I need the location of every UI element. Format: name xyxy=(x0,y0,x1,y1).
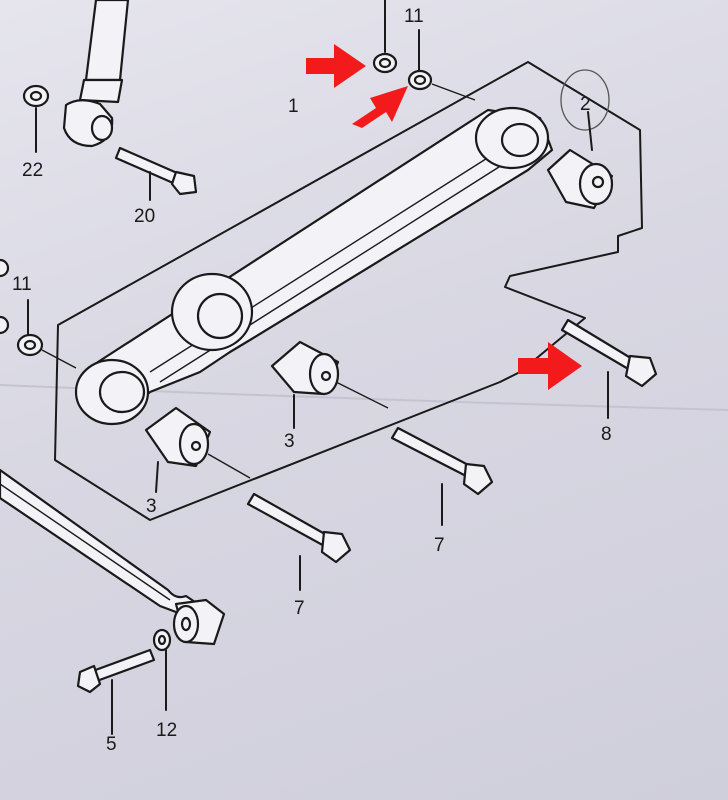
nut-11-left xyxy=(16,299,77,369)
label-bolt-right: 8 xyxy=(601,424,612,445)
label-bushing-top: 2 xyxy=(580,94,591,115)
control-arm xyxy=(74,106,554,426)
arrow-right-icon xyxy=(352,86,408,128)
bushing-3-low xyxy=(144,406,251,493)
arrow-right-icon xyxy=(518,342,582,390)
label-nut-shock: 22 xyxy=(22,160,43,181)
lower-link-rod xyxy=(0,468,226,646)
arrow-right-icon xyxy=(306,44,366,88)
label-bushing-mid: 3 xyxy=(284,431,295,452)
label-bolt-shock: 20 xyxy=(134,206,155,227)
label-washer: 12 xyxy=(156,720,177,741)
washer-12 xyxy=(152,628,172,711)
nut-22 xyxy=(22,84,50,153)
label-nut-top: 11 xyxy=(404,6,424,27)
assembly-outline xyxy=(54,61,643,521)
label-bolt-low: 7 xyxy=(294,598,305,619)
bolt-20 xyxy=(114,146,198,201)
label-arm: 1 xyxy=(288,96,299,117)
nut-11-top xyxy=(372,0,476,101)
bushing-3-mid xyxy=(270,340,389,429)
shock-absorber xyxy=(62,0,130,148)
label-bushing-low: 3 xyxy=(146,496,157,517)
bushing-2 xyxy=(546,69,614,210)
label-nut-left: 11 xyxy=(12,274,32,295)
label-bolt-long: 5 xyxy=(106,734,117,755)
nut-partial-edge xyxy=(0,258,10,335)
hand-circle xyxy=(560,69,610,131)
bolt-7-mid xyxy=(390,426,494,526)
bolt-7-low xyxy=(246,492,352,591)
bolt-8 xyxy=(560,318,658,419)
bolt-5 xyxy=(76,648,156,735)
label-bolt-mid: 7 xyxy=(434,535,445,556)
